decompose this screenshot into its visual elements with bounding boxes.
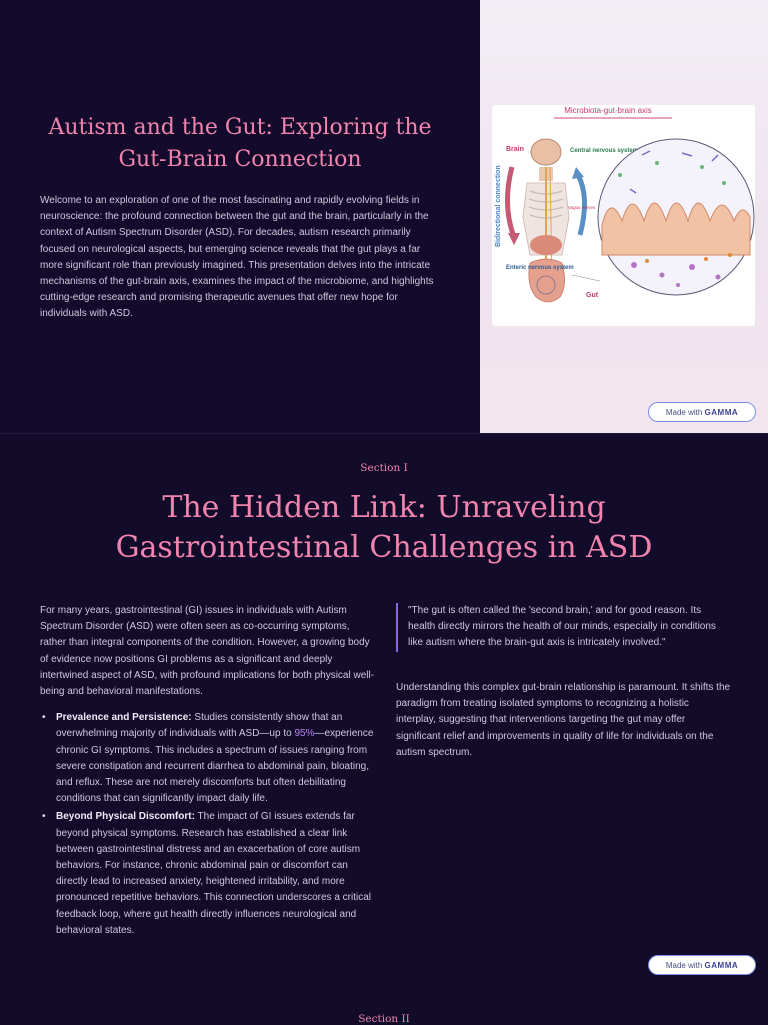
left-column: For many years, gastrointestinal (GI) is…: [40, 603, 375, 941]
gamma-logo: GAMMA: [704, 408, 739, 417]
slide-1-intro: Welcome to an exploration of one of the …: [40, 195, 434, 320]
bullet-beyond-physical: Beyond Physical Discomfort: The impact o…: [40, 809, 375, 939]
badge-prefix: Made with: [665, 961, 703, 970]
brain-icon: [530, 138, 562, 166]
figure-title: Microbiota-gut-brain axis: [564, 106, 652, 115]
gut-label: Gut: [586, 292, 599, 299]
section-1-label: Section I: [360, 462, 408, 474]
prevalence-percentage: 95%: [294, 728, 315, 740]
gamma-logo: GAMMA: [704, 961, 739, 970]
up-arrow-icon: [575, 173, 587, 236]
bullet-beyond-text: The impact of GI issues extends far beyo…: [56, 811, 371, 936]
made-with-gamma-badge-2[interactable]: Made with GAMMA: [648, 955, 756, 975]
bullet-beyond-heading: Beyond Physical Discomfort:: [56, 811, 195, 823]
cns-label: Central nervous system: [570, 148, 638, 154]
slide-2-title: The Hidden Link: Unraveling Gastrointest…: [115, 490, 653, 565]
vagus-label: Vagus nerves: [568, 205, 596, 210]
bullet-prevalence-text-end: —experience chronic GI symptoms. This in…: [56, 728, 374, 805]
bidirectional-label: Bidirectional connection: [495, 165, 502, 247]
slide-1: Autism and the Gut: Exploring the Gut-Br…: [0, 0, 768, 433]
gut-brain-illustration: Microbiota-gut-brain axis Bidirectional …: [495, 106, 755, 303]
intestinal-villi: [601, 202, 751, 256]
intestine-icon: [528, 258, 565, 303]
blockquote: "The gut is often called the 'second bra…: [396, 603, 726, 652]
made-with-gamma-badge[interactable]: Made with GAMMA: [648, 402, 756, 422]
bullet-prevalence: Prevalence and Persistence: Studies cons…: [40, 710, 375, 807]
slide-divider: [0, 433, 768, 434]
badge-prefix: Made with: [665, 408, 703, 417]
gut-brain-axis-figure: Microbiota-gut-brain axis Bidirectional …: [492, 105, 755, 326]
bullet-list: Prevalence and Persistence: Studies cons…: [40, 710, 375, 939]
ens-label: Enteric nervous system: [506, 265, 574, 271]
intro-paragraph: For many years, gastrointestinal (GI) is…: [40, 605, 375, 698]
bullet-prevalence-text-start: Studies consistently show that an overwh…: [56, 712, 343, 740]
down-arrow-icon: [504, 166, 517, 238]
section-2-label: Section II: [358, 1013, 410, 1025]
right-paragraph: Understanding this complex gut-brain rel…: [396, 682, 731, 758]
slide-1-title: Autism and the Gut: Exploring the Gut-Br…: [48, 115, 432, 172]
brain-label: Brain: [506, 146, 524, 153]
bullet-prevalence-heading: Prevalence and Persistence:: [56, 712, 192, 724]
